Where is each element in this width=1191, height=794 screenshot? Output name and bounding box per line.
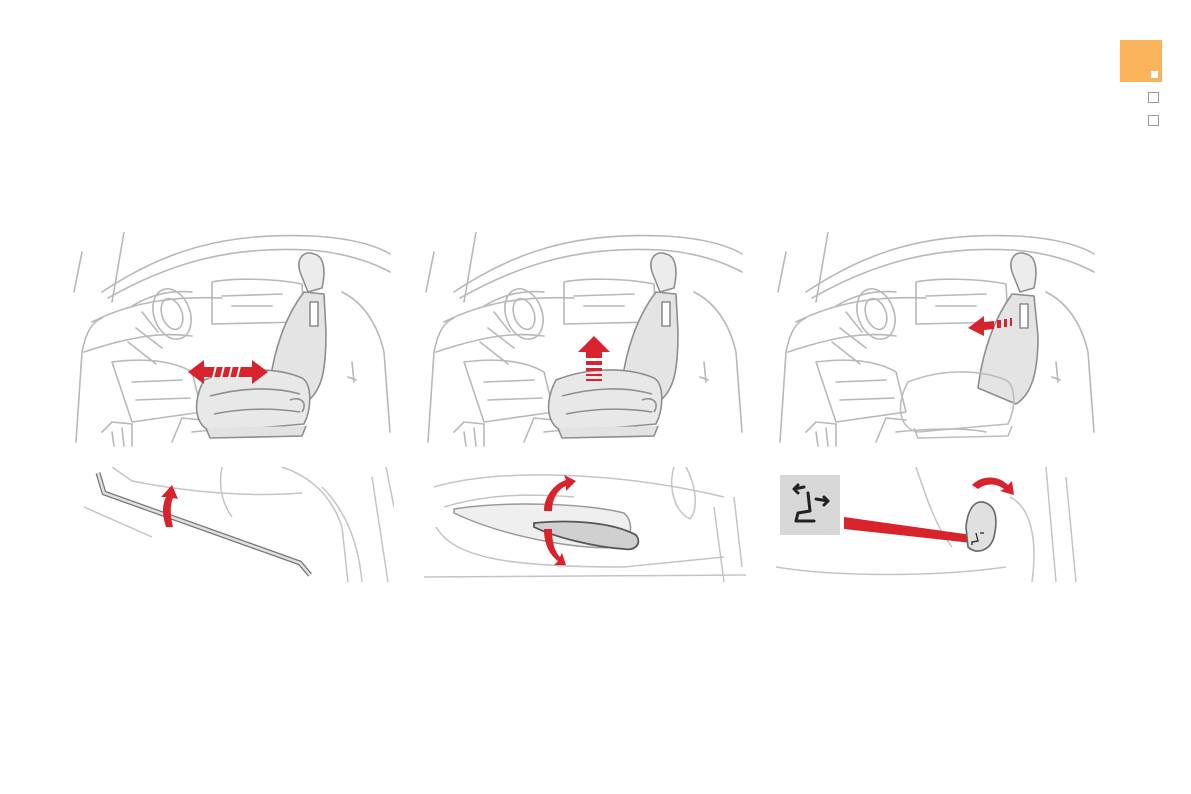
backrest-knob-detail bbox=[776, 467, 1098, 582]
fore-aft-bar-detail bbox=[72, 467, 394, 582]
section-tab-active[interactable] bbox=[1120, 40, 1162, 82]
section-tab-inactive-2[interactable] bbox=[1148, 115, 1159, 126]
curved-right-arrow-icon bbox=[972, 478, 1014, 496]
height-lever-detail bbox=[424, 467, 746, 582]
tab-marker bbox=[1151, 71, 1158, 78]
seat-backrest-illustration bbox=[776, 232, 1096, 448]
seat-height-illustration bbox=[424, 232, 744, 448]
seat-fore-aft-illustration bbox=[72, 232, 392, 448]
section-tab-inactive-1[interactable] bbox=[1148, 92, 1159, 103]
